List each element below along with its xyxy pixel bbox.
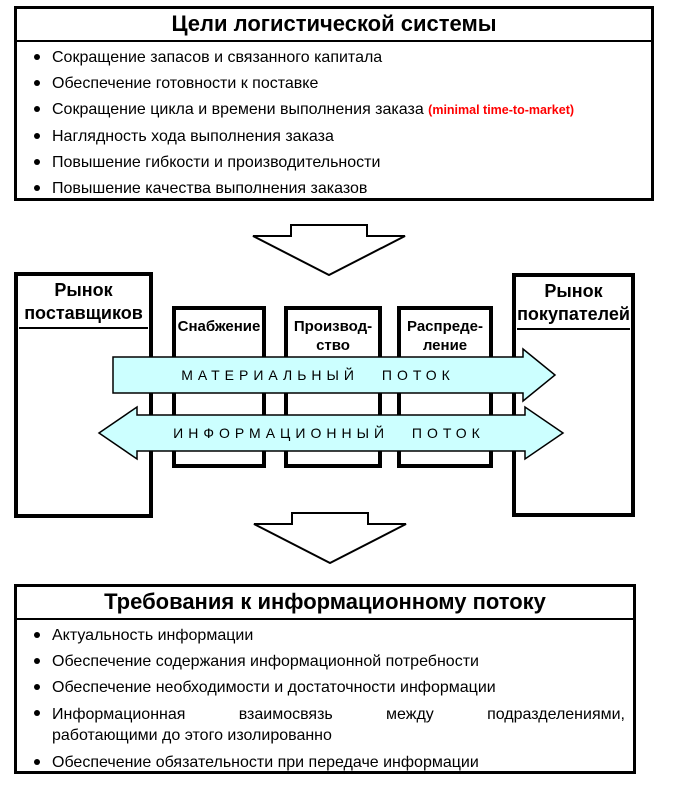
supplier-market-line2: поставщиков (24, 303, 143, 323)
goal-item-text: Повышение качества выполнения заказов (52, 179, 368, 197)
requirement-item: Информационная взаимосвязь между подразд… (17, 700, 633, 749)
stage-production-line2: ство (316, 337, 350, 354)
goal-item: Наглядность хода выполнения заказа (17, 123, 651, 149)
buyer-market-box: Рынок покупателей (512, 273, 635, 517)
buyer-market-line2: покупателей (517, 304, 630, 324)
stage-distribution-line1: Распреде- (407, 318, 483, 335)
goal-item: Сокращение запасов и связанного капитала (17, 44, 651, 70)
buyer-market-line1: Рынок (544, 281, 603, 301)
goal-item-text: Сокращение цикла и времени выполнения за… (52, 100, 424, 118)
information-flow-arrow (97, 405, 565, 461)
information-flow-label: ИНФОРМАЦИОННЫЙ ПОТОК (173, 425, 485, 441)
goal-item-text: Обеспечение готовности к поставке (52, 74, 319, 92)
down-arrow-icon (252, 224, 406, 276)
supplier-market-title: Рынок поставщиков (19, 276, 148, 329)
requirement-item: Обеспечение необходимости и достаточност… (17, 674, 633, 700)
goal-item-text: Сокращение запасов и связанного капитала (52, 48, 383, 66)
requirement-item-text: Актуальность информации (52, 626, 254, 644)
requirement-item-text: Обеспечение содержания информационной по… (52, 652, 479, 670)
requirement-item-line1: Информационная взаимосвязь между подразд… (52, 705, 625, 723)
supplier-market-line1: Рынок (54, 280, 113, 300)
stage-supply-label: Снабжение (177, 318, 261, 335)
goals-title: Цели логистической системы (17, 9, 651, 42)
requirement-item: Актуальность информации (17, 622, 633, 648)
goal-item-text: Наглядность хода выполнения заказа (52, 127, 334, 145)
goal-item: Сокращение цикла и времени выполнения за… (17, 96, 651, 123)
requirement-item-text: Обеспечение необходимости и достаточност… (52, 678, 496, 696)
supplier-market-box: Рынок поставщиков (14, 272, 153, 518)
goal-item-text: Повышение гибкости и производительности (52, 153, 381, 171)
stage-distribution-line2: ление (422, 337, 468, 354)
buyer-market-title: Рынок покупателей (517, 277, 630, 330)
time-to-market-highlight: (minimal time-to-market) (428, 102, 575, 117)
goals-list: Сокращение запасов и связанного капитала… (17, 44, 651, 201)
requirements-list: Актуальность информации Обеспечение соде… (17, 622, 633, 775)
material-flow-label: МАТЕРИАЛЬНЫЙ ПОТОК (181, 367, 455, 383)
requirement-item: Обеспечение обязательности при передаче … (17, 749, 633, 775)
material-flow-arrow (112, 347, 557, 403)
requirements-title: Требования к информационному потоку (17, 587, 633, 620)
goal-item: Повышение гибкости и производительности (17, 149, 651, 175)
requirement-item: Обеспечение содержания информационной по… (17, 648, 633, 674)
requirement-item-text: Обеспечение обязательности при передаче … (52, 753, 479, 771)
requirement-item-line2: работающими до этого изолированно (52, 726, 332, 744)
goal-item: Повышение качества выполнения заказов (17, 175, 651, 201)
stage-production-line1: Производ- (293, 318, 373, 335)
requirements-box: Требования к информационному потоку Акту… (14, 584, 636, 774)
down-arrow-icon (253, 512, 407, 564)
goals-box: Цели логистической системы Сокращение за… (14, 6, 654, 201)
goal-item: Обеспечение готовности к поставке (17, 70, 651, 96)
